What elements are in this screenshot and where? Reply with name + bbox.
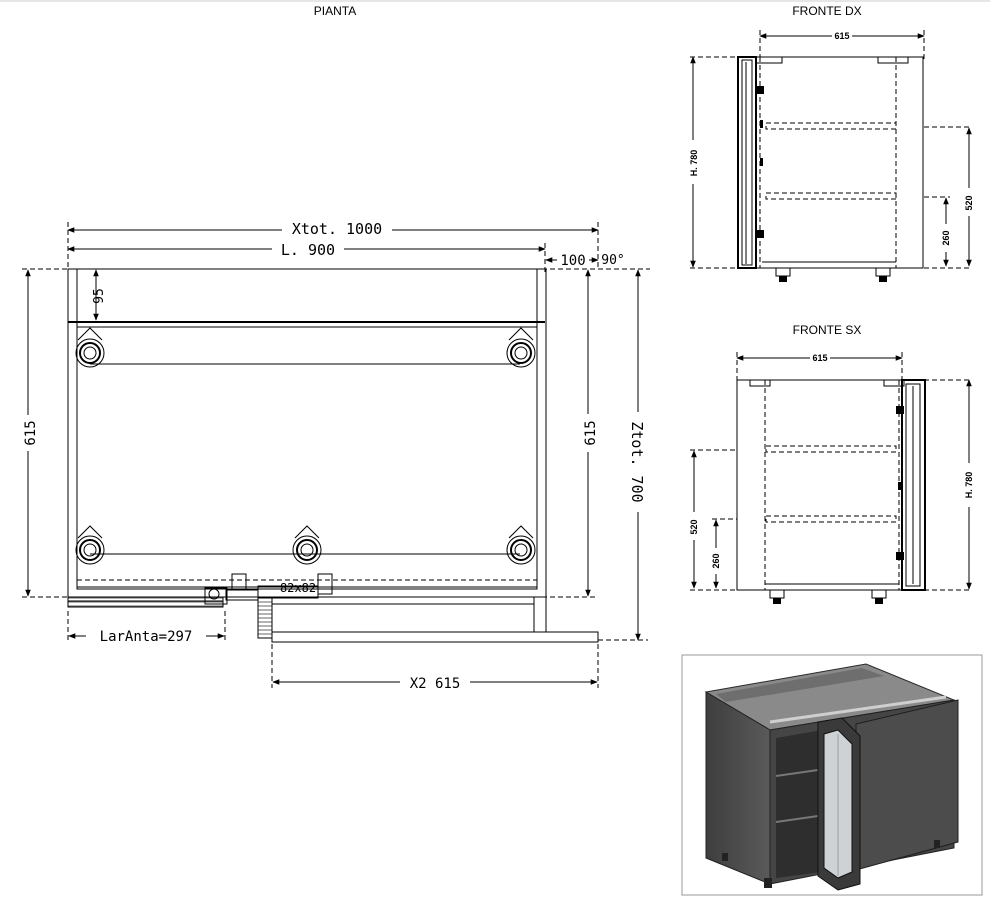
lar-anta-label: LarAnta=297 [100,629,193,645]
dx-height-label: H. 780 [689,150,699,177]
plan-view: Xtot. 1000 L. 900 100 90° 615 95 [20,220,650,692]
sx-height-label: H. 780 [964,472,974,499]
top-depth-label: 95 [92,288,107,304]
front-dx-view: 615 H. 780 520 [689,30,975,282]
left-depth-label: 615 [23,420,39,445]
inner-depth-label: 615 [583,420,599,445]
angle-label: 90° [601,253,624,268]
dx-shelf2-label: 260 [941,230,951,245]
l-label: L. 900 [281,241,335,259]
leg-top-right [506,327,536,368]
leg-bottom-right [506,525,536,565]
sx-width-label: 615 [812,353,827,363]
plan-view-title: PIANTA [313,4,357,18]
ztot-label: Ztot. 700 [628,421,646,502]
plan-cabinet-outline [67,268,547,598]
hinge-label: 82x82 [280,581,316,595]
front-sx-view: 615 H. 780 520 260 [688,352,974,604]
xtot-label: Xtot. 1000 [292,220,382,238]
sx-shelf2-label: 260 [711,553,721,568]
leg-bottom-left [75,525,105,565]
sx-shelf1-label: 520 [689,519,699,534]
leg-bottom-center [292,525,322,565]
front-dx-view-title: FRONTE DX [792,4,862,18]
leg-top-left [75,327,105,368]
dx-width-label: 615 [834,31,849,41]
cabinet-3d-render [681,654,983,896]
dx-shelf1-label: 520 [964,195,974,210]
x2-label: X2 615 [410,676,461,692]
door-panel [67,596,224,608]
gap-label: 100 [560,253,585,269]
front-sx-view-title: FRONTE SX [792,323,862,337]
